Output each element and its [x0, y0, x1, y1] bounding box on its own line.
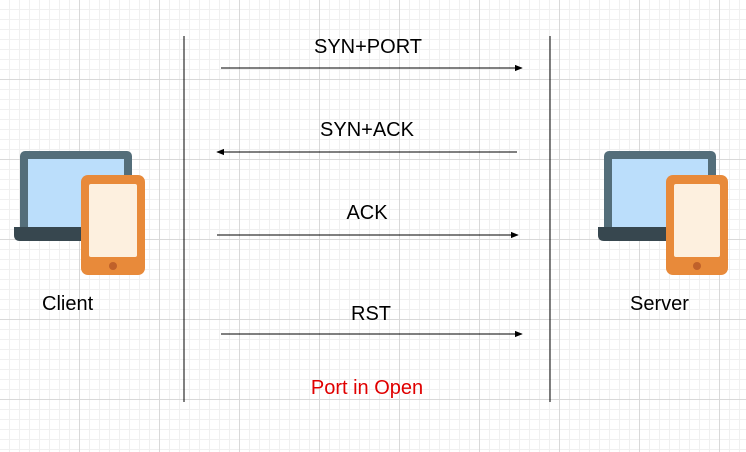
- server-device-icon: [598, 151, 728, 275]
- port-status-caption: Port in Open: [310, 377, 424, 399]
- phone-icon: [666, 175, 728, 275]
- server-label: Server: [630, 293, 689, 315]
- message-label-ack: ACK: [346, 202, 388, 224]
- client-device-icon: [14, 151, 145, 275]
- message-label-syn-ack: SYN+ACK: [320, 119, 414, 141]
- message-label-rst: RST: [351, 303, 391, 325]
- client-label: Client: [42, 293, 94, 315]
- phone-icon: [81, 175, 145, 275]
- message-label-syn-port: SYN+PORT: [314, 36, 422, 58]
